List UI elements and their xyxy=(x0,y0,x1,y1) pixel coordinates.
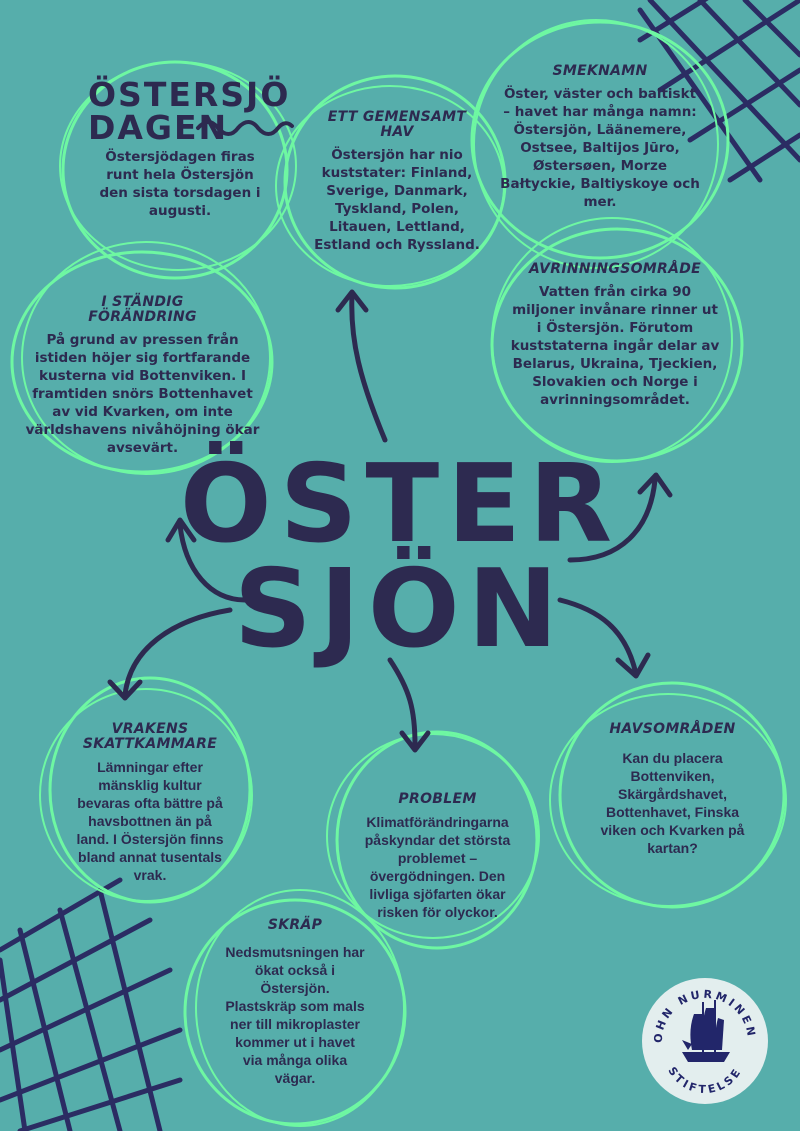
seal-bottom-text: STIFTELSE xyxy=(665,1065,741,1097)
bubble-text: Östersjön har nio kuststater: Finland, S… xyxy=(314,147,480,253)
main-title-line-1: ÖSTER xyxy=(179,442,621,567)
bubble-text: Öster, väster och baltiskt – havet har m… xyxy=(500,86,700,210)
bubble-heading: Ett gemensamt hav xyxy=(327,109,467,140)
bubble-text: Vatten från cirka 90 miljoner invånare r… xyxy=(510,284,720,408)
bubble-havsomraden: Havsområden Kan du placera Bottenviken, … xyxy=(595,722,750,857)
bubble-smeknamn: Smeknamn Öster, väster och baltiskt – ha… xyxy=(500,64,700,211)
sketch-circles xyxy=(10,19,787,1127)
bubble-heading: Vrakens skattkammare xyxy=(82,721,218,752)
bubble-text: Lämningar efter mänsklig kultur bevaras … xyxy=(76,759,224,883)
ostersjodagen-logo: ÖSTERSJÖ DAGEN xyxy=(88,78,290,144)
bubble-text: Kan du placera Bottenviken, Skärgårdshav… xyxy=(600,750,745,856)
net-bottom-left xyxy=(0,877,183,1131)
bubble-heading: Problem xyxy=(398,791,477,807)
arrows xyxy=(107,120,673,753)
ship-icon xyxy=(682,1000,730,1062)
svg-text:STIFTELSE: STIFTELSE xyxy=(665,1065,744,1097)
net-top-right xyxy=(637,0,800,183)
bubble-skrap: Skräp Nedsmutsningen har ökat också i Ös… xyxy=(225,918,365,1087)
bubble-text: Östersjödagen firas runt hela Östersjön … xyxy=(99,149,261,219)
bubble-text: Klimatförändringarna påskyndar det störs… xyxy=(364,814,511,920)
bubble-text: På grund av pressen från istiden höjer s… xyxy=(25,332,260,456)
main-title-line-2: SJÖN xyxy=(233,547,567,672)
bubble-avrinningsomrade: Avrinningsområde Vatten från cirka 90 mi… xyxy=(510,262,720,409)
bubble-heading: Smeknamn xyxy=(552,63,648,79)
bubble-heading: Skräp xyxy=(267,917,323,933)
bubble-vrakens-skattkammare: Vrakens skattkammare Lämningar efter män… xyxy=(70,722,230,884)
logo-line-2: DAGEN xyxy=(88,108,229,147)
bubble-problem: Problem Klimatförändringarna påskyndar d… xyxy=(360,792,515,921)
bubble-heading: I ständig förändring xyxy=(88,294,197,325)
bubble-heading: Havsområden xyxy=(609,721,736,737)
bubble-ett-gemensamt-hav: Ett gemensamt hav Östersjön har nio kust… xyxy=(312,110,482,254)
bubble-ostersjodagen: Östersjödagen firas runt hela Östersjön … xyxy=(95,148,265,220)
bubble-heading: Avrinningsområde xyxy=(528,261,702,277)
bubble-text: Nedsmutsningen har ökat också i Östersjö… xyxy=(225,944,365,1086)
logo-line-1: ÖSTERSJÖ xyxy=(88,75,291,114)
bubble-i-standig-forandring: I ständig förändring På grund av pressen… xyxy=(25,295,260,457)
